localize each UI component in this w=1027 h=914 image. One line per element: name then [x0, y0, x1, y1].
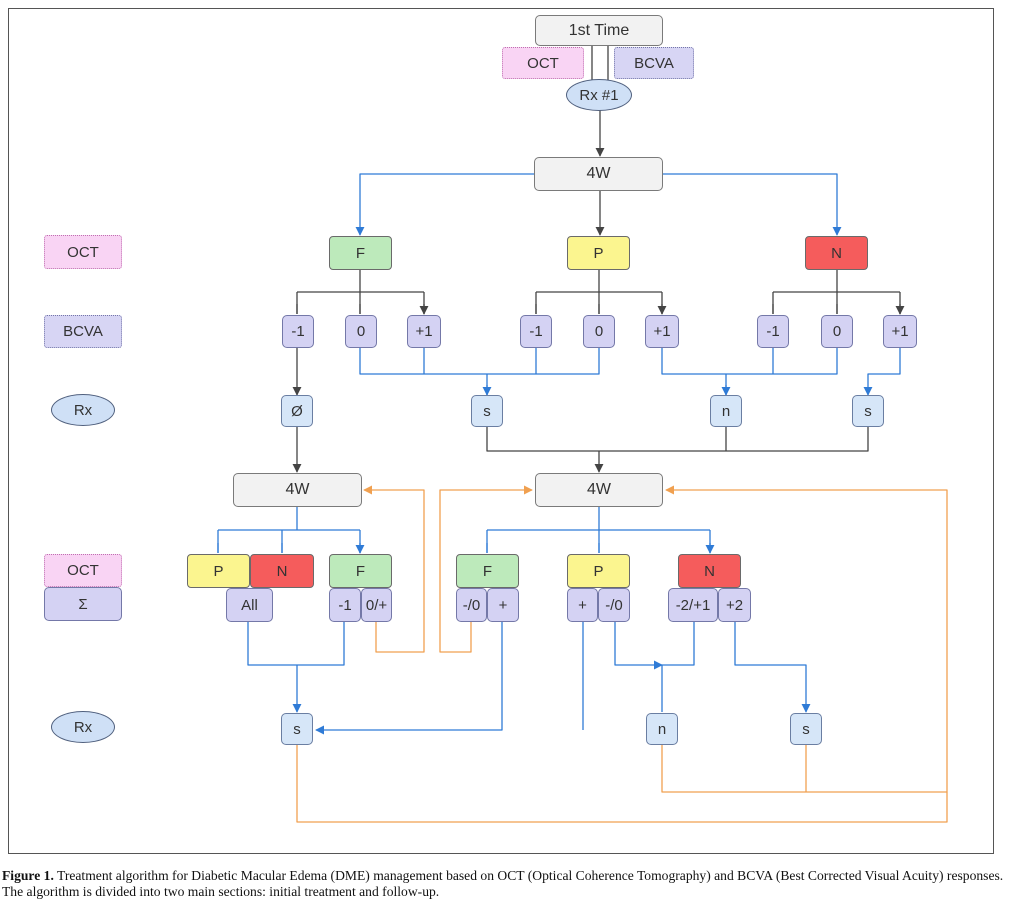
fu-right-p: P: [567, 554, 630, 588]
edge-to-n1: [661, 348, 838, 395]
edge-4w-n: [663, 173, 842, 236]
edge-all-m1-s: [247, 622, 345, 712]
rx-bottom-n: n: [646, 713, 678, 745]
rx-null: Ø: [281, 395, 313, 427]
rx-s-2: s: [852, 395, 884, 427]
edge-f-bcva: [296, 270, 425, 314]
rx-n-1: n: [710, 395, 742, 427]
edge-rx-4w-right: [486, 427, 869, 472]
fu-right-p-minus0: -/0: [598, 588, 630, 622]
bcva-f-minus1: -1: [282, 315, 314, 348]
node-4w-top: 4W: [534, 157, 663, 191]
bcva-f-plus1: +1: [407, 315, 441, 348]
node-4w-right: 4W: [535, 473, 663, 507]
node-p: P: [567, 236, 630, 270]
fu-right-f-plus: +: [487, 588, 519, 622]
fu-left-n: N: [250, 554, 314, 588]
legend-bcva: BCVA: [44, 315, 122, 348]
fu-right-n: N: [678, 554, 741, 588]
edge-to-s1: [359, 348, 600, 395]
caption-text: Treatment algorithm for Diabetic Macular…: [2, 868, 1004, 899]
fu-left-all: All: [226, 588, 273, 622]
bcva-f-zero: 0: [345, 315, 377, 348]
fu-right-n-m2p1: -2/+1: [668, 588, 718, 622]
edge-4wl-branches: [217, 507, 361, 553]
node-rx1: Rx #1: [566, 79, 632, 111]
legend-oct-2: OCT: [44, 554, 122, 587]
fu-right-n-p2: +2: [718, 588, 751, 622]
legend-rx-2: Rx: [51, 711, 115, 743]
bcva-p-zero: 0: [583, 315, 615, 348]
edge-p2-s: [734, 622, 811, 713]
fu-left-minus1: -1: [329, 588, 361, 622]
node-4w-left: 4W: [233, 473, 362, 507]
figure-caption: Figure 1. Treatment algorithm for Diabet…: [2, 868, 1022, 900]
rx-s-1: s: [471, 395, 503, 427]
edge-4wr-branches: [486, 507, 711, 553]
fu-right-f-minus0: -/0: [456, 588, 487, 622]
diagram-frame: [8, 8, 994, 854]
bcva-p-plus1: +1: [645, 315, 679, 348]
edge-4w-f: [355, 173, 534, 236]
edge-to-s2: [863, 348, 901, 396]
fu-left-p: P: [187, 554, 250, 588]
rx-bottom-s: s: [281, 713, 313, 745]
node-f: F: [329, 236, 392, 270]
node-bcva-top: BCVA: [614, 47, 694, 79]
bcva-n-zero: 0: [821, 315, 853, 348]
legend-oct: OCT: [44, 235, 122, 269]
edge-p-bcva: [535, 270, 663, 314]
node-oct-top: OCT: [502, 47, 584, 79]
legend-rx: Rx: [51, 394, 115, 426]
edge-top-stem: [591, 46, 609, 80]
node-n: N: [805, 236, 868, 270]
loop-bottom-s: [296, 745, 948, 823]
rx-bottom-s2: s: [790, 713, 822, 745]
loop-m0-4wr: [439, 485, 533, 653]
loop-0p-4wl: [363, 485, 425, 653]
bcva-n-plus1: +1: [883, 315, 917, 348]
edge-plus-s: [315, 622, 503, 735]
edge-n-bcva: [772, 270, 901, 314]
fu-right-f: F: [456, 554, 519, 588]
caption-label: Figure 1.: [2, 868, 54, 883]
edge-n-n: [614, 622, 695, 712]
legend-sigma: Σ: [44, 587, 122, 621]
bcva-n-minus1: -1: [757, 315, 789, 348]
loop-bottom-n: [661, 485, 948, 793]
node-first-time: 1st Time: [535, 15, 663, 46]
fu-left-f: F: [329, 554, 392, 588]
bcva-p-minus1: -1: [520, 315, 552, 348]
fu-right-p-plus: +: [567, 588, 598, 622]
fu-left-0plus: 0/+: [361, 588, 392, 622]
